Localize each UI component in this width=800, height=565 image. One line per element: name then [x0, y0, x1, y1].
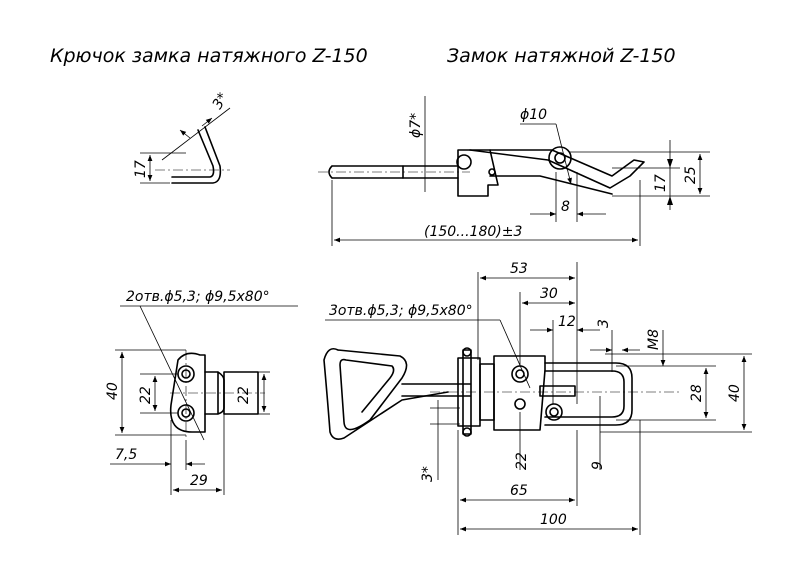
latch-loop-inner: [544, 370, 625, 418]
lock-hole-3-inner: [549, 407, 559, 417]
hook-side-view: 3* 17: [133, 90, 232, 184]
lock-hole-3-outer: [545, 403, 563, 421]
lock-lever: [469, 149, 645, 189]
lock-side-view: ϕ7* ϕ10 17 25 8 (150...180)±3: [318, 96, 710, 246]
hook-outer-profile: [171, 126, 222, 184]
pin-head-bottom: [462, 427, 472, 437]
dim-3s-label: 3*: [420, 466, 436, 482]
dim-22-label: 22: [514, 452, 530, 470]
dim-53-label: 53: [510, 261, 528, 277]
hook-7-5-label: 7,5: [115, 447, 137, 463]
lock-holes-label: 3отв.ϕ5,3; ϕ9,5x80°: [329, 303, 473, 319]
dim-3-label: 3: [596, 319, 612, 328]
body-rivet: [488, 168, 496, 176]
dim-65-label: 65: [510, 483, 528, 499]
dim-25-label: 25: [683, 166, 699, 184]
hook-title: Крючок замка натяжного Z-150: [50, 45, 368, 67]
pin-head-top: [462, 347, 472, 357]
hook-thickness-label: 3*: [210, 90, 232, 112]
hole-dia-leader: [555, 123, 572, 185]
hook-inner-profile: [171, 129, 215, 178]
dim-100-label: 100: [540, 512, 567, 528]
latch-loop-outer: [544, 362, 633, 426]
hook-plate: [169, 352, 206, 433]
lock-title: Замок натяжной Z-150: [447, 45, 676, 67]
hook-22l-label: 22: [138, 386, 154, 404]
hook-plan-view: 2отв.ϕ5,3; ϕ9,5x80° 40 22 22 7,5 29: [105, 289, 298, 495]
body-pivot: [456, 154, 472, 170]
m8-label: M8: [646, 329, 662, 350]
hook-thickness-arrow-a: [179, 129, 191, 139]
dim-8-label: 8: [561, 199, 570, 215]
lock-hole-1-inner: [515, 369, 525, 379]
rod-dia-label: ϕ7*: [408, 113, 424, 138]
hook-40-label: 40: [105, 382, 121, 400]
hook-holes-label: 2отв.ϕ5,3; ϕ9,5x80°: [126, 289, 270, 305]
eye-ring-outer: [548, 146, 572, 170]
lock-holes-leader: [499, 319, 531, 389]
dim-12-label: 12: [558, 314, 576, 330]
lock-body: [457, 149, 499, 197]
hook-height-label: 17: [133, 160, 149, 178]
handle: [323, 347, 449, 440]
length-label: (150...180)±3: [424, 224, 522, 240]
dim-9-label: 9: [590, 461, 606, 470]
lock-hole-1-outer: [511, 365, 529, 383]
eye-ring-inner: [554, 152, 566, 164]
hook-thickness-extension: [161, 107, 231, 161]
hook-29-label: 29: [190, 473, 208, 489]
dim-28-label: 28: [689, 384, 705, 402]
hook-22r-label: 22: [236, 386, 252, 404]
dim-17-label: 17: [653, 174, 669, 192]
lock-base-plate: [493, 355, 546, 431]
dim-30-label: 30: [540, 286, 558, 302]
hook-thickness-arrow-b: [201, 117, 213, 127]
hole-dia-label: ϕ10: [520, 107, 547, 123]
rod: [328, 165, 459, 179]
lock-hole-2: [514, 398, 526, 410]
lock-plan-view: 3отв.ϕ5,3; ϕ9,5x80° 53 30: [323, 261, 752, 535]
lever-lower-edge: [489, 175, 613, 195]
dim-40-label: 40: [727, 384, 743, 402]
latch-slot: [539, 385, 576, 397]
